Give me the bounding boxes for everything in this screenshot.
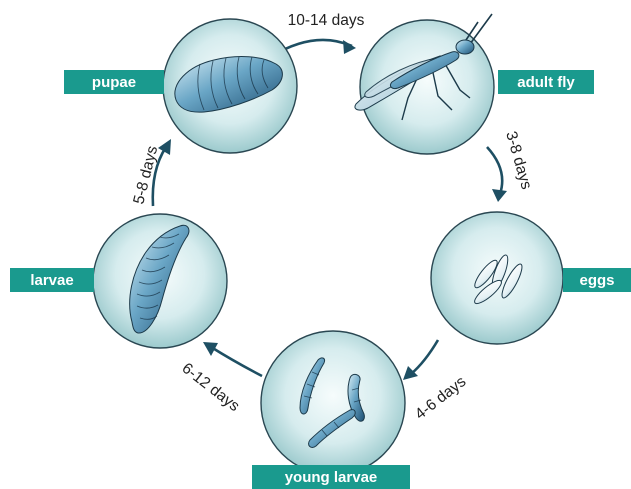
arrow-adult-to-eggs bbox=[487, 147, 507, 202]
duration-eggs-to-young-larvae: 4-6 days bbox=[412, 373, 470, 423]
young-larvae-label: young larvae bbox=[285, 469, 378, 486]
duration-larvae-to-pupae: 5-8 days bbox=[130, 144, 161, 206]
duration-pupae-to-adult: 10-14 days bbox=[288, 12, 365, 29]
stage-eggs: eggs bbox=[431, 212, 631, 344]
young-larvae-circle bbox=[261, 331, 405, 475]
stage-adult-fly: adult fly bbox=[355, 14, 594, 154]
eggs-label: eggs bbox=[579, 272, 614, 289]
adult-fly-label: adult fly bbox=[517, 74, 575, 91]
stage-pupae: pupae bbox=[64, 19, 297, 153]
duration-young-larvae-to-larvae: 6-12 days bbox=[179, 360, 243, 415]
pupae-label: pupae bbox=[92, 74, 136, 91]
larvae-label: larvae bbox=[30, 272, 73, 289]
duration-adult-to-eggs: 3-8 days bbox=[502, 129, 535, 191]
stage-young-larvae: young larvae bbox=[252, 331, 410, 489]
arrow-eggs-to-young-larvae bbox=[403, 340, 438, 380]
arrow-young-larvae-to-larvae bbox=[203, 342, 262, 376]
stage-larvae: larvae bbox=[10, 214, 227, 348]
